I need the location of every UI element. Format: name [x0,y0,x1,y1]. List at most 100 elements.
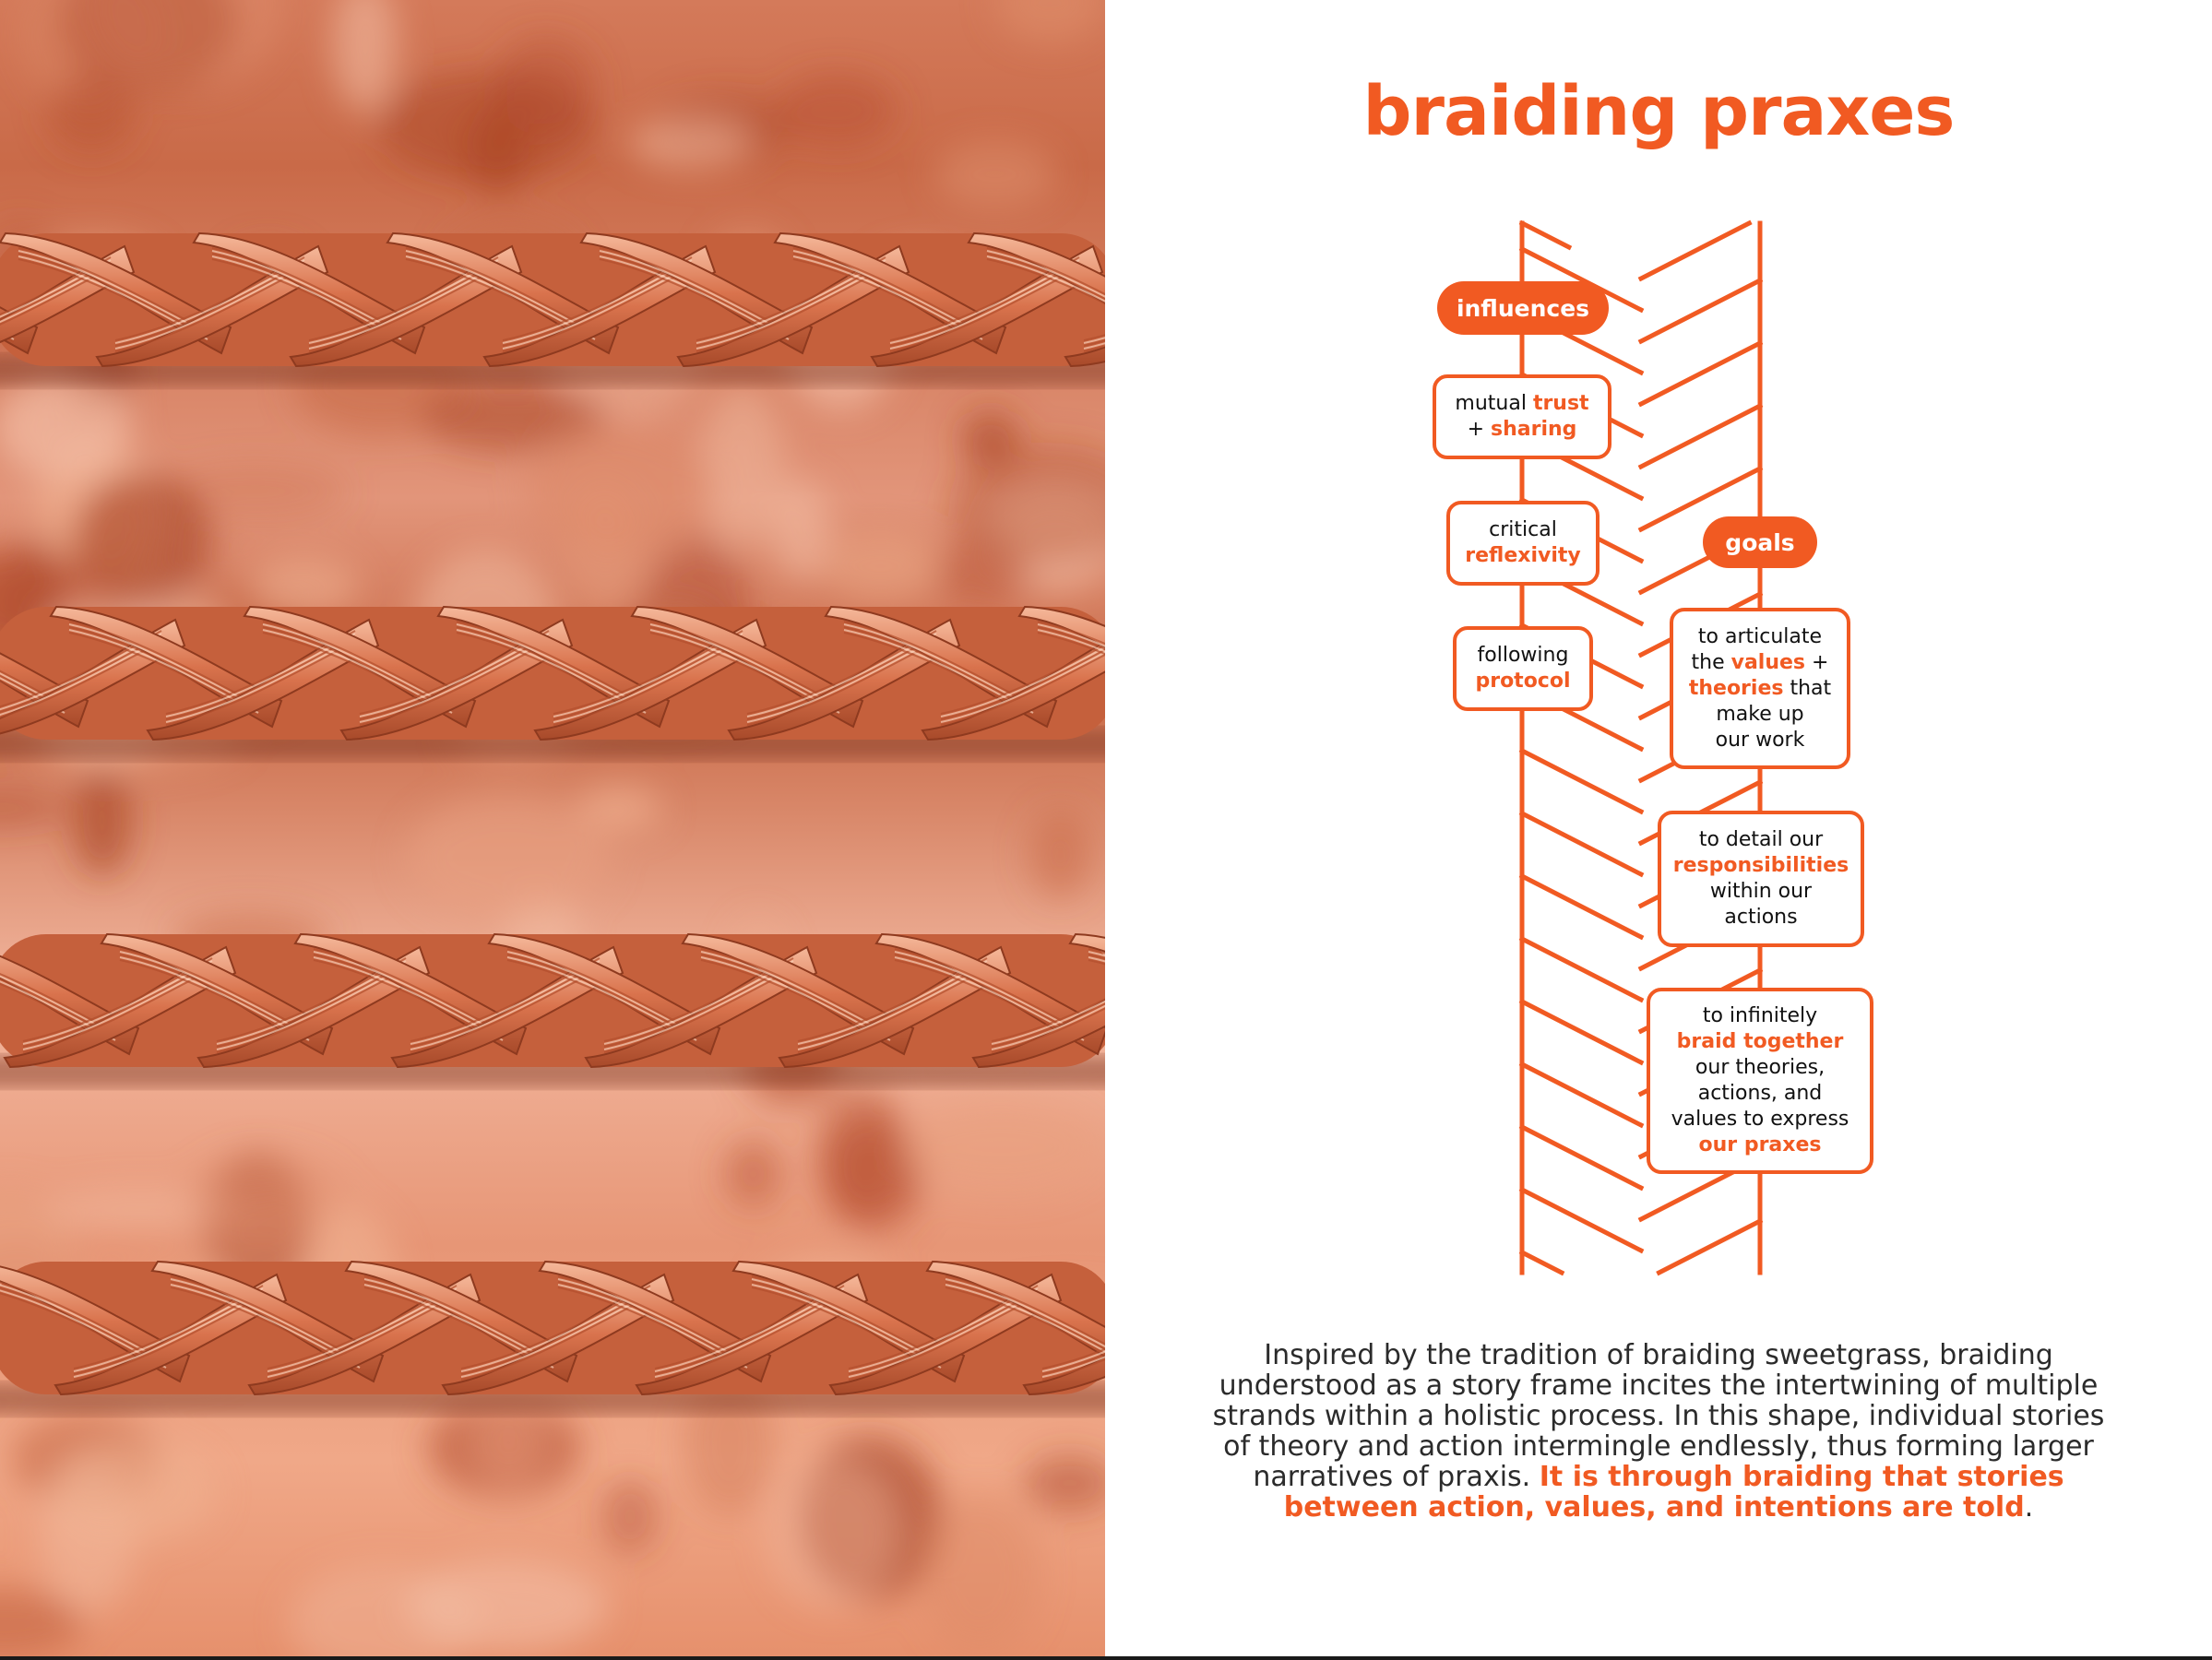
background-foliage [724,1139,782,1209]
background-foliage [921,1494,1040,1654]
background-foliage [628,117,751,170]
background-foliage [700,384,785,549]
background-foliage [817,1085,907,1216]
background-foliage [48,75,136,152]
influences-label: influences [1437,281,1609,335]
caption-paragraph: Inspired by the tradition of braiding sw… [1197,1340,2120,1523]
caption-text: Inspired by the tradition of braiding sw… [1212,1339,2105,1493]
background-foliage [995,0,1104,42]
background-foliage [421,382,607,453]
background-foliage [0,373,132,480]
sweetgrass-braid [0,231,1105,386]
background-foliage [820,531,941,601]
box-line: within our [1710,879,1812,905]
background-foliage [934,141,1056,208]
box-line: our work [1716,728,1805,753]
right-panel: braiding praxes influences goals mutual … [1105,0,2212,1660]
box-line: actions [1724,905,1797,931]
box-text: our theories, [1695,1056,1825,1079]
braid-strand-left [1518,810,1645,878]
braid-strand-left [1518,245,1645,314]
box-line: responsibilities [1673,853,1849,879]
braid-strand-left [1518,998,1645,1066]
highlight-term: trust [1532,392,1589,415]
goal-box-braid-together: to infinitely braid together our theories,… [1647,988,1873,1174]
box-text: following [1477,644,1569,667]
sweetgrass-braid-photo [0,0,1105,1660]
background-foliage [0,789,66,828]
box-text: to infinitely [1702,1004,1818,1027]
box-line: mutual trust [1455,391,1588,417]
box-line: theories that [1689,676,1831,702]
background-foliage [767,1460,898,1609]
box-text: within our [1709,880,1813,903]
box-line: our theories, [1695,1055,1825,1081]
braid-strand-left [1518,1061,1645,1129]
background-foliage [776,74,898,148]
highlight-term: theories [1688,676,1784,700]
page-title: braiding praxes [1362,72,1956,151]
background-foliage [184,1155,346,1244]
highlight-term: braid together [1676,1030,1844,1053]
highlight-term: reflexivity [1465,544,1581,567]
box-line: our praxes [1699,1132,1822,1158]
background-foliage [50,1441,216,1544]
braid-strand-left [1518,219,1573,251]
background-foliage [161,464,349,519]
goals-label: goals [1703,516,1817,568]
highlight-term: protocol [1475,670,1571,693]
box-line: to detail our [1699,827,1823,853]
braid-strand-right [1656,1217,1764,1276]
braid-illustration [0,0,1105,1660]
background-foliage [947,442,1105,566]
background-foliage [1029,810,1091,898]
background-foliage [601,1477,660,1556]
highlight-term: responsibilities [1672,854,1849,877]
box-text: + [1467,418,1492,441]
caption-end: . [2024,1491,2034,1524]
braid-strand-left [1518,1186,1645,1254]
box-line: make up [1716,702,1803,728]
sweetgrass-braid [0,932,1105,1087]
box-line: + sharing [1468,417,1577,443]
braid-strand-right [1637,219,1753,282]
sweetgrass-braid [0,1260,1105,1415]
highlight-term: values [1730,650,1806,674]
box-line: protocol [1475,669,1570,694]
box-text: our work [1715,728,1805,752]
influence-box-critical-reflexivity: critical reflexivity [1446,501,1600,586]
braid-strand-right [1637,339,1764,408]
box-line: actions, and [1698,1081,1823,1107]
box-line: to infinitely [1703,1003,1817,1029]
box-text: values to express [1671,1108,1849,1131]
box-text: make up [1716,702,1804,726]
braid-strand-left [1518,872,1645,941]
background-foliage [901,1101,1101,1192]
background-foliage [770,480,832,582]
highlight-term: our praxes [1698,1133,1822,1156]
background-foliage [525,423,716,558]
box-line: the values + [1692,650,1829,676]
box-text: that [1783,676,1832,700]
highlight-term: sharing [1491,418,1577,441]
box-text: mutual [1455,392,1533,415]
braid-strand-left [1518,1249,1565,1276]
box-line: braid together [1677,1029,1844,1055]
box-text: + [1805,650,1829,674]
background-foliage [288,1564,479,1660]
box-line: values to express [1671,1107,1849,1132]
box-line: critical [1489,517,1557,543]
background-foliage [377,70,595,180]
box-line: reflexivity [1465,543,1580,569]
background-foliage [332,0,398,113]
influence-box-following-protocol: following protocol [1453,626,1593,711]
braid-strand-right [1637,402,1764,470]
background-foliage [74,472,214,608]
box-text: actions, and [1697,1082,1823,1105]
background-foliage [1023,1452,1105,1513]
box-text: critical [1489,518,1557,541]
box-text: the [1691,650,1731,674]
box-text: to detail our [1698,828,1824,851]
